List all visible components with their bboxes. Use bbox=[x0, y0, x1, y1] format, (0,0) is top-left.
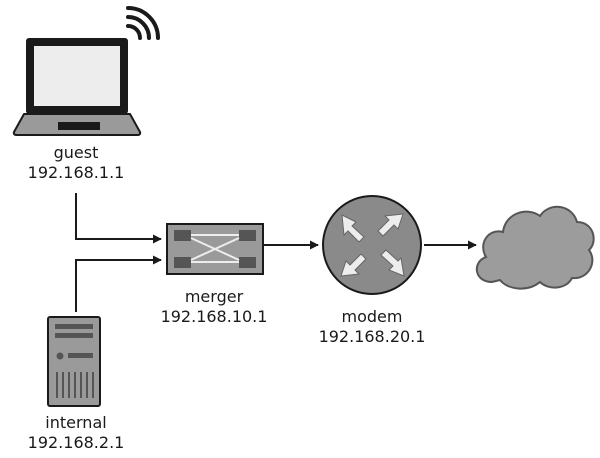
modem-name-label: modem bbox=[342, 307, 403, 326]
edge-guest-to-merger bbox=[75, 193, 162, 244]
router-icon bbox=[322, 195, 422, 295]
guest-name-label: guest bbox=[54, 143, 99, 162]
internal-name-label: internal bbox=[45, 413, 106, 432]
modem-ip-label: 192.168.20.1 bbox=[319, 327, 426, 346]
guest-ip-label: 192.168.1.1 bbox=[28, 163, 125, 182]
labels: guest 192.168.1.1 internal 192.168.2.1 m… bbox=[28, 143, 426, 452]
connections bbox=[75, 193, 477, 312]
switch-icon bbox=[166, 223, 264, 275]
edge-internal-to-merger bbox=[75, 255, 162, 312]
cloud-icon bbox=[476, 206, 595, 290]
server-vent bbox=[56, 372, 94, 398]
merger-ip-label: 192.168.10.1 bbox=[161, 307, 268, 326]
wifi-icon bbox=[126, 6, 160, 40]
internal-ip-label: 192.168.2.1 bbox=[28, 433, 125, 452]
merger-name-label: merger bbox=[185, 287, 244, 306]
server-tower-icon bbox=[47, 316, 101, 407]
laptop-wifi-icon bbox=[12, 6, 160, 136]
